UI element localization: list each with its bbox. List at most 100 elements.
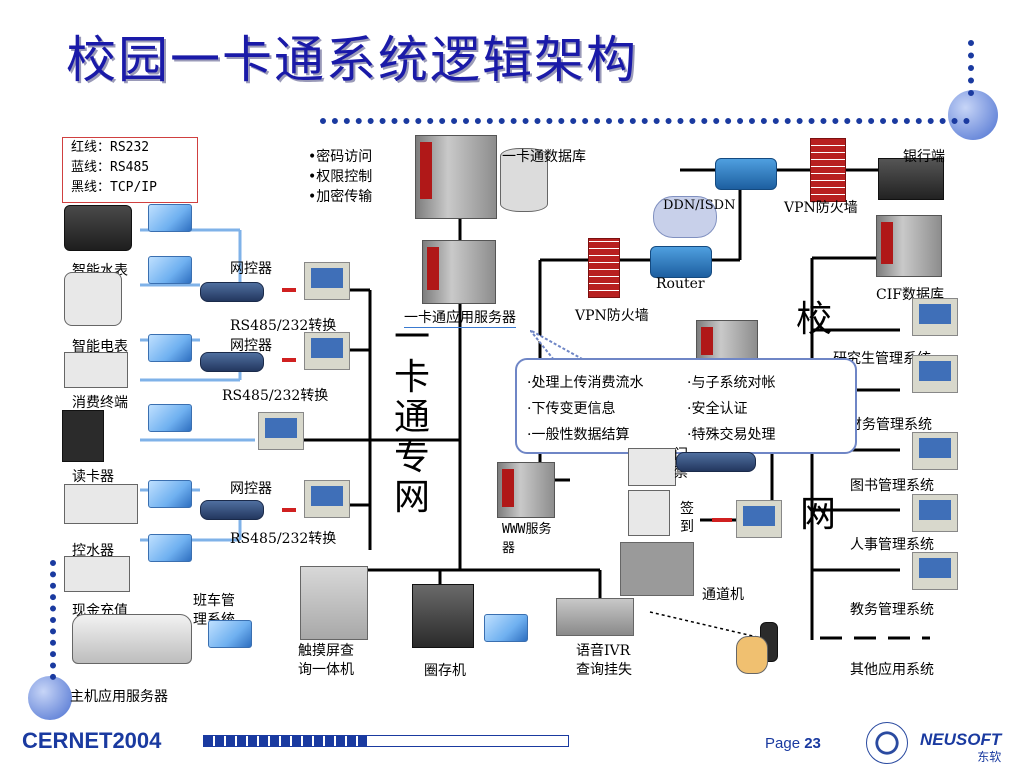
water-controller (64, 484, 138, 524)
decor-line-horizontal (320, 118, 970, 124)
card-3 (148, 334, 192, 362)
security-item-3: •加密传输 (308, 189, 373, 205)
page-indicator: Page 23 (765, 735, 821, 752)
card-7 (208, 620, 252, 648)
function-bubble: ·处理上传消费流水 ·与子系统对帐 ·下传变更信息 ·安全认证 ·一般性数据结算… (515, 358, 857, 454)
system-pc-1 (912, 298, 958, 336)
network-label-char-3: 通 (394, 397, 431, 438)
ddn-label: DDN/ISDN (663, 198, 736, 213)
network-label: 一 卡 通 专 网 (394, 318, 434, 518)
net-controller-3 (200, 500, 264, 520)
router-top (715, 158, 777, 190)
vpn-firewall-2 (810, 138, 846, 202)
electric-meter-label: 智能电表 (72, 339, 128, 355)
water-ctrl-label: 控水器 (72, 543, 114, 559)
conv3-label: RS485/232转换 (230, 531, 337, 547)
kiosk-label: 触摸屏查询一体机 (298, 643, 354, 678)
net-controller-2 (200, 352, 264, 372)
decor-line-vertical (968, 40, 974, 96)
legend-blue: 蓝线：RS485 (71, 160, 150, 175)
ddn-cloud (653, 196, 717, 238)
legend: 红线：RS232 蓝线：RS485 黑线：TCP/IP (62, 137, 198, 203)
campus-net-label-1: 校 (796, 299, 833, 340)
cif-server (876, 215, 942, 277)
neusoft-cn: 东软 (977, 750, 1002, 764)
www-server (497, 462, 555, 518)
security-item-1: •密码访问 (308, 149, 373, 165)
system-3-label: 图书管理系统 (850, 478, 934, 494)
app-server-label: 一卡通应用服务器 (404, 307, 516, 328)
attendance-device (628, 490, 670, 536)
bank-server (878, 158, 944, 200)
water-meter-top (64, 205, 132, 251)
hand (736, 636, 768, 674)
system-pc-3 (912, 432, 958, 470)
ctrl-pc-3 (304, 480, 350, 518)
card-5 (148, 480, 192, 508)
security-item-2: •权限控制 (308, 169, 373, 185)
conv2-label: RS485/232转换 (222, 388, 329, 404)
legend-red: 红线：RS232 (71, 140, 150, 155)
loop-machine (412, 584, 474, 648)
ctrl3-label: 网控器 (230, 481, 272, 497)
system-1-label: 研究生管理系统 (833, 351, 931, 367)
bubble-item-6: ·特殊交易处理 (687, 427, 776, 443)
decor-circle-top (948, 90, 998, 140)
attend-pc (736, 500, 782, 538)
system-5-label: 教务管理系统 (850, 602, 934, 618)
card-6 (148, 534, 192, 562)
pos-pc (258, 412, 304, 450)
network-label-char-5: 网 (394, 477, 431, 518)
system-6-label: 其他应用系统 (850, 662, 934, 678)
system-pc-4 (912, 494, 958, 532)
loop-card (484, 614, 528, 642)
footer-brand: CERNET2004 (22, 728, 162, 753)
router-bottom (650, 246, 712, 278)
kiosk (300, 566, 368, 640)
card-reader (62, 410, 104, 462)
campus-net-label-2: 网 (800, 494, 837, 535)
conv1-label: RS485/232转换 (230, 318, 337, 334)
page-title: 校园一卡通系统逻辑架构 (66, 31, 638, 89)
router-label: Router (656, 276, 705, 292)
slide-progress-fill (204, 736, 368, 746)
gate-device (620, 542, 694, 596)
card-4 (148, 404, 192, 432)
page-number: 23 (804, 735, 821, 752)
network-label-char-1: 一 (394, 317, 431, 358)
ctrl1-label: 网控器 (230, 261, 272, 277)
gate-label: 通道机 (702, 587, 744, 603)
system-4-label: 人事管理系统 (850, 537, 934, 553)
database-cylinder (500, 148, 548, 212)
electric-meter (64, 272, 122, 326)
bubble-pointer (530, 330, 588, 361)
access-device (628, 448, 676, 486)
ivr-server (556, 598, 634, 636)
card-2 (148, 256, 192, 284)
vpn1-label: VPN防火墙 (575, 308, 649, 324)
network-label-char-2: 卡 (394, 357, 431, 398)
pos-label: 消费终端 (72, 395, 128, 411)
loop-label: 圈存机 (424, 663, 466, 679)
slide-progress (203, 735, 569, 747)
system-2-label: 财务管理系统 (848, 417, 932, 433)
net-controller-1 (200, 282, 264, 302)
bubble-item-1: ·处理上传消费流水 (527, 375, 644, 391)
reader-label: 读卡器 (72, 469, 114, 485)
neusoft-text: NEUSOFT (920, 730, 1002, 749)
bus (72, 614, 192, 664)
db-label: 一卡通数据库 (502, 149, 586, 165)
university-logo (866, 722, 908, 764)
ctrl2-label: 网控器 (230, 338, 272, 354)
decor-line-left (50, 560, 56, 680)
host-server-label: 主机应用服务器 (70, 689, 168, 705)
bank-label: 银行端 (903, 149, 945, 165)
vpn-firewall-1 (588, 238, 620, 298)
bubble-item-5: ·一般性数据结算 (527, 427, 630, 443)
bubble-item-4: ·安全认证 (687, 401, 748, 417)
bubble-item-3: ·下传变更信息 (527, 401, 616, 417)
middle-server (696, 320, 758, 362)
pos-terminal (64, 352, 128, 388)
neusoft-logo: NEUSOFT 东软 (920, 730, 1001, 765)
